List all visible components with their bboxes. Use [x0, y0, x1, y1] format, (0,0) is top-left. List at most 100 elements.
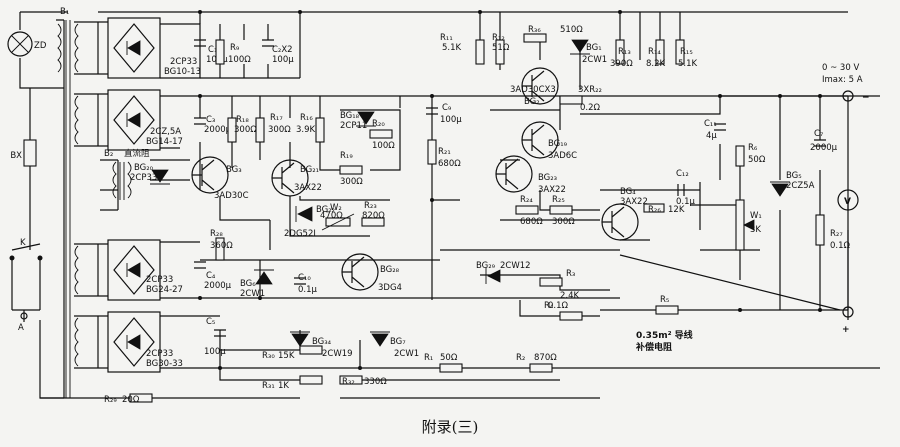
resistor-r30: R₃₀ 15K — [262, 345, 323, 361]
svg-text:BG₃: BG₃ — [226, 165, 242, 175]
svg-text:R₂₃: R₂₃ — [364, 201, 377, 211]
svg-text:BG30-33: BG30-33 — [146, 359, 183, 369]
svg-text:300Ω: 300Ω — [552, 217, 575, 227]
output-terminal-minus[interactable]: − — [842, 90, 870, 103]
svg-text:470Ω: 470Ω — [320, 211, 343, 221]
svg-text:5.1K: 5.1K — [442, 43, 462, 53]
resistor-r29: R₂₉ 20Ω — [104, 393, 153, 405]
svg-text:R₃₁: R₃₁ — [262, 381, 275, 391]
resistor-r32: R₃₂ 330Ω — [339, 375, 387, 387]
power-switch[interactable]: K A — [9, 238, 43, 333]
svg-text:R₅: R₅ — [660, 295, 669, 305]
svg-text:BG₂: BG₂ — [524, 97, 540, 107]
svg-text:C₇: C₇ — [814, 129, 824, 139]
svg-text:2CW1: 2CW1 — [240, 289, 265, 299]
svg-text:R₂₆: R₂₆ — [648, 205, 661, 215]
svg-text:C₁: C₁ — [208, 45, 217, 55]
svg-text:2CW1: 2CW1 — [394, 349, 419, 359]
svg-text:100Ω: 100Ω — [372, 141, 395, 151]
transistor-bg23: BG₂₃ 3AX22 — [495, 155, 566, 195]
diode-bg7: BG₇ 2CW1 — [370, 331, 419, 359]
svg-text:C₄: C₄ — [206, 271, 216, 281]
capacitor-c10: C₁₀ 0.1μ — [294, 273, 318, 295]
svg-text:360Ω: 360Ω — [210, 241, 233, 251]
capacitor-c12: C₁₂ 0.1μ — [676, 169, 696, 207]
svg-text:C₁₀: C₁₀ — [298, 273, 311, 283]
resistor-r14: R₁₄ 8.2K — [646, 39, 666, 69]
rectifier-bridge-3: 2CP33 BG24-27 — [107, 239, 183, 301]
diode-bg1: BG₁ 2CW1 — [570, 39, 607, 65]
resistor-r25: R₂₅ 300Ω — [549, 195, 575, 227]
resistor-r28: R₂₈ 360Ω — [210, 229, 233, 261]
transformer-b2: B₂ 直流阻 — [104, 148, 150, 200]
svg-text:直流阻: 直流阻 — [124, 148, 150, 159]
svg-text:R₂₈: R₂₈ — [210, 229, 223, 239]
svg-text:680Ω: 680Ω — [438, 159, 461, 169]
svg-text:R₂₁: R₂₁ — [438, 147, 451, 157]
svg-text:0.1Ω: 0.1Ω — [548, 301, 569, 311]
potentiometer-w2[interactable]: W₂ 470Ω — [320, 203, 355, 231]
svg-text:3K: 3K — [750, 225, 761, 235]
rectifier-bridge-2: 2CZ,5A BG14-17 — [107, 89, 183, 151]
transistor-bg3: BG₃ 3AD30C — [191, 156, 249, 201]
svg-text:0.2Ω: 0.2Ω — [580, 103, 601, 113]
svg-text:51Ω: 51Ω — [492, 43, 510, 53]
svg-text:2CP33: 2CP33 — [146, 275, 173, 285]
capacitor-c7: C₇ 2000μ — [810, 129, 838, 153]
svg-text:R₁₉: R₁₉ — [340, 151, 353, 161]
svg-text:2CP33: 2CP33 — [170, 57, 197, 67]
svg-text:R₂₉: R₂₉ — [104, 395, 117, 405]
output-imax-label: Imax: 5 A — [822, 75, 863, 85]
resistor-r6: R₆ 50Ω — [735, 143, 766, 167]
resistor-r5: R₅ — [655, 295, 679, 315]
resistor-r9: R₉ 100Ω — [215, 39, 251, 65]
svg-text:R₁₄: R₁₄ — [648, 47, 661, 57]
transistor-bg28: BG₂₈ 3DG4 — [341, 253, 402, 293]
resistor-r1: R₁ 50Ω — [424, 353, 463, 373]
transformer-b1: B₁ — [57, 7, 79, 398]
svg-text:100Ω: 100Ω — [228, 55, 251, 65]
diode-bg5: BG₅ 2CZ5A — [770, 171, 815, 197]
compensation-note: 补偿电阻 — [635, 341, 672, 353]
resistor-r3: R₃ 2.4K — [539, 269, 580, 301]
resistor-r23: R₂₃ 820Ω — [361, 201, 385, 227]
svg-text:100μ: 100μ — [440, 115, 462, 125]
svg-text:C₁₁: C₁₁ — [704, 119, 717, 129]
svg-text:R₁₃: R₁₃ — [618, 47, 631, 57]
svg-text:15K: 15K — [278, 351, 295, 361]
svg-text:300Ω: 300Ω — [234, 125, 257, 135]
svg-text:BG₂₀: BG₂₀ — [134, 163, 154, 173]
svg-text:R₃₂: R₃₂ — [342, 377, 355, 387]
svg-text:3AX22: 3AX22 — [294, 183, 322, 193]
svg-text:2CP33: 2CP33 — [146, 349, 173, 359]
svg-text:2CP33: 2CP33 — [130, 173, 157, 183]
figure-caption: 附录(三) — [422, 418, 479, 436]
svg-text:A: A — [18, 323, 24, 333]
svg-text:2CW1: 2CW1 — [582, 55, 607, 65]
svg-text:820Ω: 820Ω — [362, 211, 385, 221]
output-terminal-plus[interactable]: + — [842, 306, 854, 335]
svg-text:BG₅: BG₅ — [786, 171, 802, 181]
resistor-r4: R₄ 0.1Ω — [544, 301, 583, 321]
svg-text:BG₁: BG₁ — [586, 43, 602, 53]
svg-text:C₃: C₃ — [206, 115, 215, 125]
resistor-r27: R₂₇ 0.1Ω — [815, 214, 851, 251]
resistor-r13: R₁₃ 390Ω — [610, 39, 633, 69]
resistor-r15: R₁₅ 5.1K — [675, 39, 698, 69]
svg-text:100μ: 100μ — [204, 347, 226, 357]
potentiometer-w1[interactable]: W₁ 3K — [735, 199, 762, 251]
svg-text:2CW19: 2CW19 — [322, 349, 353, 359]
capacitor-c9: C₉ 100μ — [426, 103, 462, 125]
svg-text:BG₂₉: BG₂₉ — [476, 261, 496, 271]
svg-text:R₂₇: R₂₇ — [830, 229, 843, 239]
svg-text:W₂: W₂ — [330, 203, 342, 213]
resistor-r2: R₂ 870Ω — [516, 353, 557, 373]
svg-text:R₁₅: R₁₅ — [680, 47, 693, 57]
capacitor-c3: C₃ 2000μ — [194, 115, 232, 135]
svg-text:R₃₆: R₃₆ — [528, 25, 541, 35]
svg-text:R₄: R₄ — [544, 301, 554, 311]
rectifier-bridge-1: 2CP33 BG10-13 — [107, 17, 201, 79]
svg-text:3AX22: 3AX22 — [538, 185, 566, 195]
svg-text:2000μ: 2000μ — [810, 143, 838, 153]
svg-text:BG10-13: BG10-13 — [164, 67, 201, 77]
